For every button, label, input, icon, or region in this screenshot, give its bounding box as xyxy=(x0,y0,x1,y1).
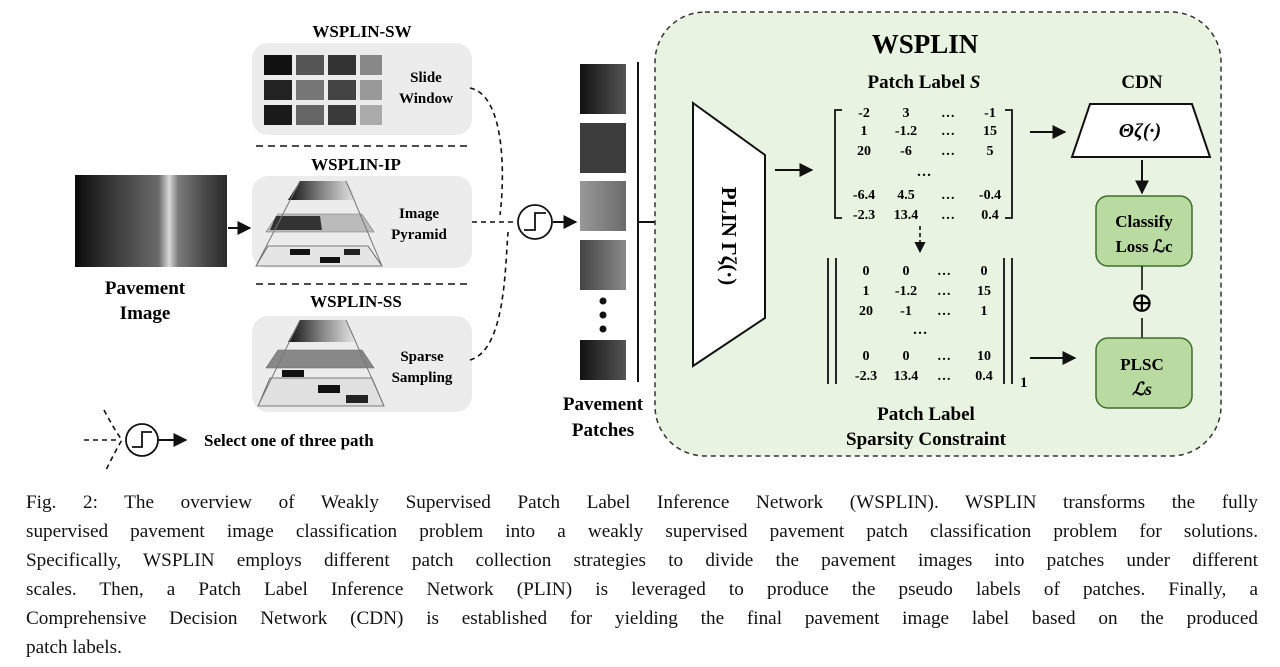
patches-label-l2: Patches xyxy=(572,420,634,441)
plin-label: PLIN Γζ(·) xyxy=(717,187,741,285)
caption-line-3: Specifically, WSPLIN employs different p… xyxy=(26,550,1258,571)
slide-window-patch-grid xyxy=(264,55,382,125)
sparsity-label-l2: Sparsity Constraint xyxy=(846,429,1007,450)
patch-label-title: Patch Label S xyxy=(868,72,981,93)
cdn-trapezoid xyxy=(1070,103,1212,158)
matrix-bottom-cell-r2-c0: 20 xyxy=(859,304,873,319)
wsplin-overview-diagram: Pavement Image WSPLIN-SW Slide Window WS… xyxy=(75,11,1222,470)
matrix-bottom-cell-r0-c3: 0 xyxy=(981,264,988,279)
strategy-ip-desc-l1: Image xyxy=(399,206,439,222)
matrix-top-cell-r2-c1: -6 xyxy=(900,144,912,159)
strategy-ss-desc-l2: Sampling xyxy=(392,370,453,386)
path-sw-to-selector xyxy=(469,87,504,216)
legend-switch-icon xyxy=(125,423,159,457)
matrix-top-cell-r3-c3: -0.4 xyxy=(979,188,1001,203)
caption-line-4: scales. Then, a Patch Label Inference Ne… xyxy=(26,579,1258,600)
strategy-ss-title: WSPLIN-SS xyxy=(310,292,402,311)
matrix-bottom-vdots: … xyxy=(913,322,928,338)
matrix-top-cell-r1-c3: 15 xyxy=(983,124,997,139)
wsplin-region xyxy=(654,11,1222,457)
matrix-bottom-cell-r2-c3: 1 xyxy=(981,304,988,319)
strategy-sw-desc-l1: Slide xyxy=(410,70,442,86)
matrix-bottom-cell-r4-c2: … xyxy=(937,369,951,384)
patch-label-symbol: S xyxy=(970,72,981,93)
cdn-theta: Θζ(·) xyxy=(1119,120,1161,142)
matrix-top-cell-r3-c1: 4.5 xyxy=(897,188,915,203)
matrix-bottom-cell-r4-c3: 0.4 xyxy=(975,369,993,384)
strategy-sw-title: WSPLIN-SW xyxy=(312,22,411,41)
matrix-top-cell-r1-c2: … xyxy=(941,124,955,139)
caption-line-1: Fig. 2: The overview of Weakly Supervise… xyxy=(26,492,1258,513)
matrix-bottom-norm-bars xyxy=(827,258,1013,384)
plsc-l2: ℒs xyxy=(1132,379,1152,399)
matrix-bottom-cell-r2-c1: -1 xyxy=(900,304,912,319)
legend-text: Select one of three path xyxy=(204,431,374,450)
matrix-top-cell-r3-c2: … xyxy=(941,188,955,203)
pavement-patch-column xyxy=(580,64,626,380)
caption-line-5: Comprehensive Decision Network (CDN) is … xyxy=(26,608,1258,629)
plin-trapezoid xyxy=(692,101,766,368)
path-ss-to-selector xyxy=(469,231,509,361)
image-pyramid-icon xyxy=(255,180,383,267)
strategy-ss-desc-l1: Sparse xyxy=(400,349,444,365)
classify-loss-l2: Loss ℒc xyxy=(1115,237,1173,256)
plus-symbol: ⊕ xyxy=(1130,288,1153,319)
matrix-bottom-cell-r2-c2: … xyxy=(937,304,951,319)
matrix-top-cell-r1-c1: -1.2 xyxy=(895,124,917,139)
matrix-top-cell-r4-c1: 13.4 xyxy=(894,208,919,223)
matrix-bottom-cell-r0-c1: 0 xyxy=(903,264,910,279)
matrix-bottom-cell-r1-c1: -1.2 xyxy=(895,284,917,299)
pavement-image xyxy=(75,175,227,267)
legend: Select one of three path xyxy=(84,409,374,470)
matrix-top-cell-r0-c0: -2 xyxy=(858,106,870,121)
strategy-ip-title: WSPLIN-IP xyxy=(311,155,401,174)
matrix-top-cell-r0-c3: -1 xyxy=(984,106,996,121)
matrix-bottom-cell-r3-c0: 0 xyxy=(863,349,870,364)
matrix-top-vdots: … xyxy=(917,164,932,180)
matrix-bottom-cell-r4-c0: -2.3 xyxy=(855,369,877,384)
figure-caption: Fig. 2: The overview of Weakly Supervise… xyxy=(26,488,1258,662)
matrix-top-cell-r1-c0: 1 xyxy=(861,124,868,139)
sparse-sampling-icon xyxy=(257,319,385,407)
matrix-top-brackets xyxy=(834,109,1013,219)
matrix-top-cell-r0-c2: … xyxy=(941,106,955,121)
pavement-image-label-l1: Pavement xyxy=(105,278,186,299)
matrix-top-cell-r3-c0: -6.4 xyxy=(853,188,875,203)
strategy-sw-desc-l2: Window xyxy=(399,91,453,107)
patches-label-l1: Pavement xyxy=(563,394,644,415)
sparsity-label-l1: Patch Label xyxy=(877,404,975,425)
matrix-top-cell-r0-c1: 3 xyxy=(903,106,910,121)
norm-subscript: 1 xyxy=(1020,375,1028,391)
wsplin-title: WSPLIN xyxy=(872,29,979,59)
caption-line-6: patch labels. xyxy=(26,637,122,658)
matrix-top-cell-r4-c3: 0.4 xyxy=(981,208,999,223)
matrix-top-cell-r2-c3: 5 xyxy=(987,144,994,159)
matrix-bottom-cell-r3-c1: 0 xyxy=(903,349,910,364)
matrix-top-cell-r2-c0: 20 xyxy=(857,144,871,159)
patch-label-title-text: Patch Label xyxy=(868,72,970,93)
caption-line-2: supervised pavement image classification… xyxy=(26,521,1258,542)
matrix-bottom-cell-r4-c1: 13.4 xyxy=(894,369,919,384)
plsc-box xyxy=(1095,337,1193,409)
matrix-bottom-cell-r3-c3: 10 xyxy=(977,349,991,364)
classify-loss-l1: Classify xyxy=(1115,212,1173,231)
matrix-top-cell-r4-c2: … xyxy=(941,208,955,223)
matrix-bottom-cell-r0-c2: … xyxy=(937,264,951,279)
path-selector-switch-icon xyxy=(517,204,553,240)
strategy-ip-desc-l2: Pyramid xyxy=(391,227,447,243)
matrix-bottom-cell-r3-c2: … xyxy=(937,349,951,364)
classify-loss-box xyxy=(1095,195,1193,267)
cdn-title: CDN xyxy=(1121,72,1162,93)
matrix-top-cell-r2-c2: … xyxy=(941,144,955,159)
matrix-top-cell-r4-c0: -2.3 xyxy=(853,208,875,223)
matrix-bottom-cell-r1-c0: 1 xyxy=(863,284,870,299)
matrix-bottom-cell-r1-c2: … xyxy=(937,284,951,299)
matrix-bottom-cell-r0-c0: 0 xyxy=(863,264,870,279)
plsc-l1: PLSC xyxy=(1120,355,1163,374)
matrix-bottom-cell-r1-c3: 15 xyxy=(977,284,991,299)
pavement-image-label-l2: Image xyxy=(120,303,171,324)
